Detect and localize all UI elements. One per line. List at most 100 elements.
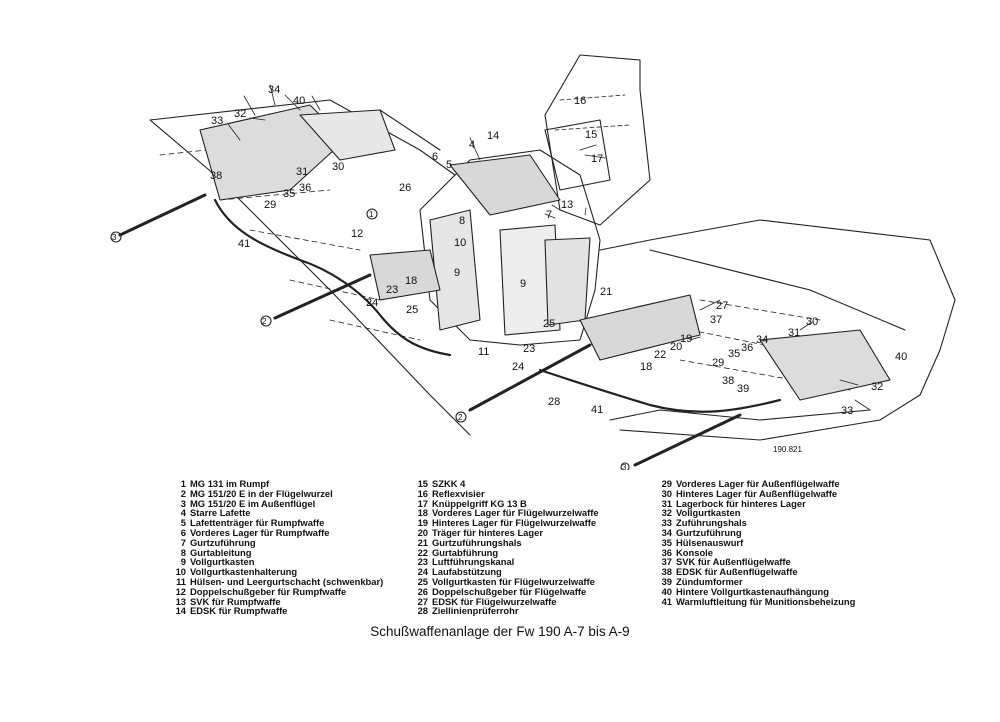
callout-29-left: 29 bbox=[264, 199, 276, 211]
legend-number: 34 bbox=[661, 526, 672, 538]
weapon-system-diagram: 3 2 1 2 3 33 32 34 40 30 38 31 36 35 29 … bbox=[110, 54, 956, 470]
legend-text: MG 151/20 E im Außenflügel bbox=[190, 497, 316, 509]
callout-38-left: 38 bbox=[210, 170, 222, 182]
gun-muzzle-1 bbox=[366, 208, 378, 220]
legend-number: 12 bbox=[175, 585, 186, 597]
callout-25-right: 25 bbox=[543, 318, 555, 330]
legend-text: Zuführungshals bbox=[676, 517, 747, 529]
callout-19: 19 bbox=[680, 333, 692, 345]
right-outer-gun-barrel bbox=[633, 413, 742, 467]
legend-text: Gurtableitung bbox=[190, 546, 252, 558]
legend-number: 22 bbox=[417, 546, 428, 558]
legend-item: 6 Vorderes Lager für Rumpfwaffe bbox=[172, 528, 383, 538]
callout-32-left: 32 bbox=[234, 108, 246, 120]
warm-air-duct-right bbox=[538, 368, 782, 413]
legend-text: Hülsen- und Leergurtschacht (schwenkbar) bbox=[190, 575, 384, 587]
legend-text: Konsole bbox=[676, 546, 713, 558]
callout-26: 26 bbox=[399, 182, 411, 194]
callout-11: 11 bbox=[478, 346, 489, 358]
legend-number: 35 bbox=[661, 536, 672, 548]
callout-30-left: 30 bbox=[332, 161, 344, 173]
callout-38-right: 38 bbox=[722, 375, 734, 387]
legend-number: 20 bbox=[417, 526, 428, 538]
callout-41-right: 41 bbox=[591, 404, 603, 416]
legend-text: Vollgurtkasten bbox=[190, 556, 255, 568]
legend-item: 12 Doppelschußgeber für Rumpfwaffe bbox=[172, 585, 383, 597]
legend-number: 3 bbox=[180, 497, 186, 509]
legend-item: 28 Ziellinienprüferrohr bbox=[414, 606, 599, 616]
callout-9-right: 9 bbox=[520, 278, 526, 290]
legend-text: MG 151/20 E in der Flügelwurzel bbox=[190, 487, 333, 499]
tail-fin-rib bbox=[554, 94, 631, 131]
callout-36-right: 36 bbox=[741, 342, 753, 354]
callout-30-right: 30 bbox=[806, 316, 818, 328]
legend-number: 24 bbox=[417, 566, 428, 578]
tail-fin-outline bbox=[544, 54, 651, 226]
legend-text: Luftführungskanal bbox=[432, 556, 515, 568]
legend-item: 36 Konsole bbox=[658, 546, 855, 558]
legend-number: 36 bbox=[661, 546, 672, 558]
legend-number: 21 bbox=[417, 536, 428, 548]
legend-text: Knüppelgriff KG 13 B bbox=[432, 497, 527, 509]
legend-text: Doppelschußgeber für Rumpfwaffe bbox=[190, 585, 347, 597]
legend-text: Vollgurtkastenhalterung bbox=[190, 566, 298, 578]
callout-33-left: 33 bbox=[211, 115, 223, 127]
callout-18-left: 18 bbox=[405, 275, 417, 287]
gun-muzzle-3-left bbox=[110, 231, 122, 243]
legend-number: 13 bbox=[175, 595, 186, 607]
callout-33-right: 33 bbox=[841, 405, 853, 417]
legend-number: 16 bbox=[417, 487, 428, 499]
callout-12: 12 bbox=[351, 228, 363, 240]
legend-number: 15 bbox=[417, 478, 428, 489]
legend-text: Ziellinienprüferrohr bbox=[432, 605, 519, 617]
callout-9-left: 9 bbox=[454, 267, 460, 279]
legend-text: Hinteres Lager für Außenflügelwaffe bbox=[676, 487, 838, 499]
right-outer-gun-receiver bbox=[759, 329, 891, 401]
legend-text: Gurtabführung bbox=[432, 546, 499, 558]
cockpit-frame bbox=[544, 119, 611, 191]
legend-number: 39 bbox=[661, 575, 672, 587]
legend-number: 5 bbox=[180, 517, 186, 529]
callout-leader-lines bbox=[227, 84, 871, 411]
legend-number: 30 bbox=[661, 487, 672, 499]
legend-item: 16 Reflexvisier bbox=[414, 487, 599, 499]
legend-text: Träger für hinteres Lager bbox=[432, 526, 543, 538]
left-root-gun-barrel bbox=[273, 273, 372, 320]
legend-item: 3 MG 151/20 E im Außenflügel bbox=[172, 497, 383, 509]
callout-2-right-marker: 2 bbox=[458, 413, 463, 422]
callout-31-left: 31 bbox=[296, 166, 308, 178]
callout-39: 39 bbox=[737, 383, 749, 395]
left-outer-ammo-box bbox=[299, 109, 396, 161]
legend-text: Vorderes Lager für Rumpfwaffe bbox=[190, 526, 330, 538]
legend-number: 40 bbox=[661, 585, 672, 597]
legend-number: 28 bbox=[417, 605, 428, 617]
callout-3-left-marker: 3 bbox=[112, 233, 117, 242]
legend-number: 6 bbox=[180, 526, 186, 538]
legend-number: 29 bbox=[661, 478, 672, 489]
legend-number: 31 bbox=[661, 497, 672, 509]
callout-16: 16 bbox=[574, 95, 586, 107]
callout-18-right: 18 bbox=[640, 361, 652, 373]
legend-text: Hinteres Lager für Flügelwurzelwaffe bbox=[432, 517, 597, 529]
legend-number: 27 bbox=[417, 595, 428, 607]
gun-muzzle-2-right bbox=[455, 411, 467, 423]
callout-17: 17 bbox=[591, 153, 603, 165]
legend-number: 4 bbox=[180, 507, 186, 519]
legend-text: Reflexvisier bbox=[432, 487, 485, 499]
callout-25-left: 25 bbox=[406, 304, 418, 316]
right-root-gun-barrel bbox=[468, 343, 592, 412]
legend-number: 33 bbox=[661, 517, 672, 529]
